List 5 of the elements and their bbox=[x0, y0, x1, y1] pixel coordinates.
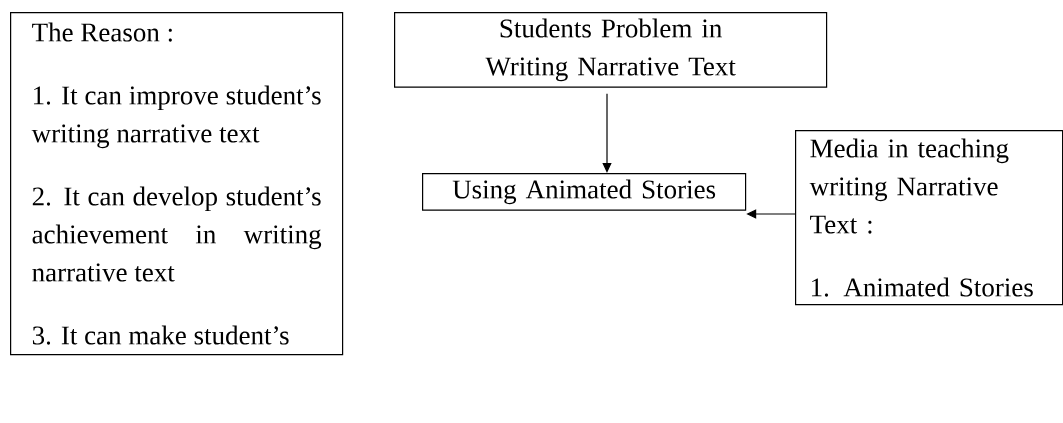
arrow bbox=[602, 93, 612, 173]
reason-box: The Reason : 1. It can improve student’s writing narrative text 2. It can develop student’s achievement in writing narrative text 3. It can make student’s bbox=[10, 12, 344, 356]
media-box: Media in teaching writing Narrative Text : 1. Animated Stories bbox=[795, 130, 1063, 306]
process-box: Using Animated Stories bbox=[422, 173, 747, 211]
process-box: Students Problem in Writing Narrative Text bbox=[394, 12, 828, 88]
